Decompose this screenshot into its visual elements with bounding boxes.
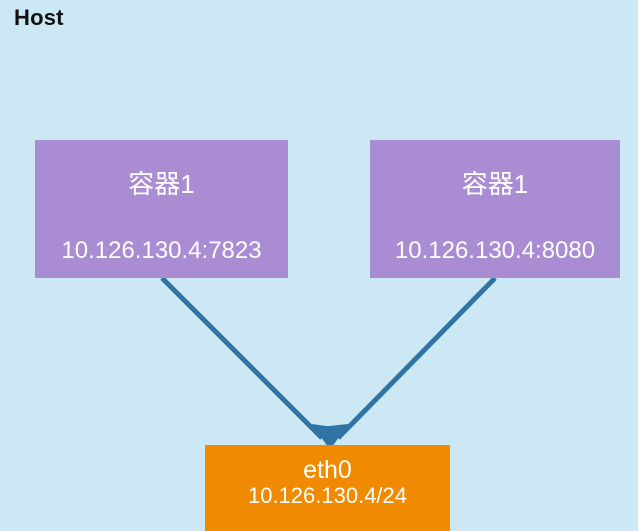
edge-line <box>336 276 497 440</box>
node-container-right[interactable]: 容器1 10.126.130.4:8080 <box>370 140 620 278</box>
edge-container-right-to-eth0 <box>320 276 497 450</box>
node-eth0-title: eth0 <box>303 456 352 484</box>
edge-container-left-to-eth0 <box>160 276 340 450</box>
node-container-left-address: 10.126.130.4:7823 <box>61 237 262 264</box>
page-title: Host <box>14 5 64 30</box>
node-eth0-address: 10.126.130.4/24 <box>247 483 408 508</box>
edge-line <box>160 276 324 440</box>
node-container-left[interactable]: 容器1 10.126.130.4:7823 <box>35 140 288 278</box>
node-eth0[interactable]: eth0 10.126.130.4/24 <box>205 445 450 531</box>
node-container-right-title: 容器1 <box>461 169 529 199</box>
node-container-left-title: 容器1 <box>128 169 195 199</box>
arrowhead-icon <box>320 424 348 450</box>
node-container-right-address: 10.126.130.4:8080 <box>394 237 596 264</box>
